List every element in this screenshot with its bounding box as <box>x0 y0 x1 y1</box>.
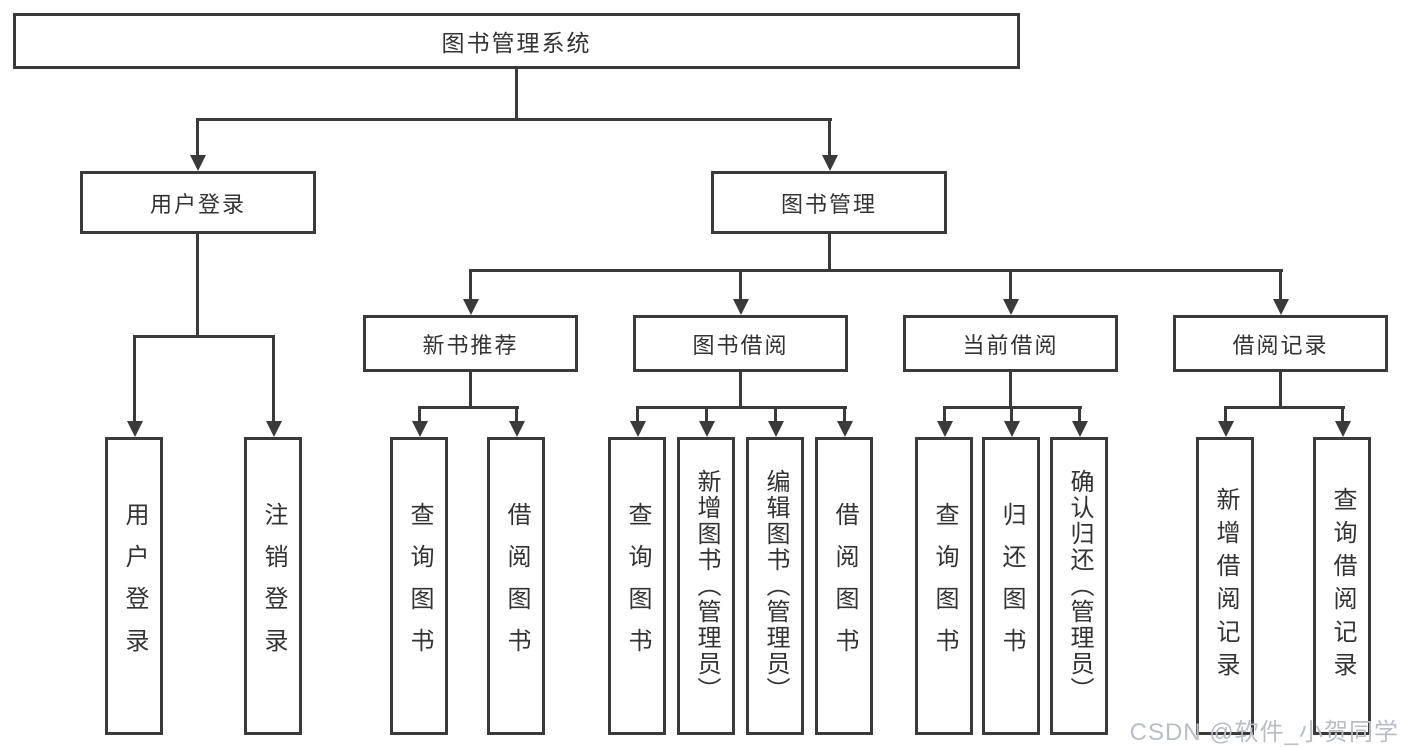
connector-line <box>515 69 518 120</box>
leaf-label: 借阅图书 <box>831 502 858 670</box>
node-current-borrow: 当前借阅 <box>903 315 1118 372</box>
connector-line <box>196 234 199 337</box>
leaf-query-books-current: 查询图书 <box>915 437 973 735</box>
connector-line <box>828 118 831 157</box>
connector-line <box>1009 269 1012 301</box>
connector-arrowhead <box>1218 421 1234 437</box>
leaf-label: 查询借阅记录 <box>1329 487 1356 685</box>
connector-line <box>1224 406 1227 422</box>
connector-arrowhead <box>1072 421 1088 437</box>
connector-line <box>774 406 777 422</box>
connector-arrowhead <box>822 155 838 171</box>
leaf-add-book-admin: 新增图书（管理员） <box>677 437 735 735</box>
connector-line <box>418 406 421 422</box>
connector-line <box>636 406 639 422</box>
connector-arrowhead <box>733 299 749 315</box>
leaf-label: 借阅图书 <box>503 502 530 670</box>
connector-line <box>843 406 846 422</box>
connector-arrowhead <box>630 421 646 437</box>
leaf-label: 归还图书 <box>998 502 1025 670</box>
node-book-management: 图书管理 <box>711 171 947 234</box>
leaf-query-borrow-record: 查询借阅记录 <box>1313 437 1371 735</box>
connector-line <box>196 118 199 157</box>
leaf-label: 查询图书 <box>931 502 958 670</box>
leaf-edit-book-admin: 编辑图书（管理员） <box>746 437 804 735</box>
connector-arrowhead <box>937 421 953 437</box>
node-new-book-recommend: 新书推荐 <box>363 315 578 372</box>
connector-line <box>1279 269 1282 301</box>
node-book-borrow: 图书借阅 <box>633 315 848 372</box>
leaf-user-login: 用户登录 <box>105 437 163 735</box>
connector-line <box>828 234 831 272</box>
connector-line <box>705 406 708 422</box>
connector-line <box>1078 406 1081 422</box>
connector-arrowhead <box>699 421 715 437</box>
connector-line <box>1224 406 1345 409</box>
connector-arrowhead <box>127 421 143 437</box>
connector-line <box>739 372 742 409</box>
connector-line <box>515 406 518 422</box>
connector-line <box>1010 406 1013 422</box>
connector-line <box>1341 406 1344 422</box>
connector-line <box>418 406 519 409</box>
leaf-return-books: 归还图书 <box>982 437 1040 735</box>
node-library-management-system: 图书管理系统 <box>13 13 1020 69</box>
connector-line <box>943 406 946 422</box>
leaf-borrow-books-recommend: 借阅图书 <box>487 437 545 735</box>
node-user-login: 用户登录 <box>80 171 316 234</box>
leaf-label: 新增借阅记录 <box>1212 487 1239 685</box>
connector-line <box>133 335 136 422</box>
leaf-confirm-return-admin: 确认归还（管理员） <box>1050 437 1108 735</box>
connector-arrowhead <box>266 421 282 437</box>
connector-arrowhead <box>1335 421 1351 437</box>
connector-line <box>739 269 742 301</box>
leaf-label: 编辑图书（管理员） <box>762 469 789 703</box>
node-borrow-records: 借阅记录 <box>1173 315 1388 372</box>
leaf-query-books-recommend: 查询图书 <box>390 437 448 735</box>
connector-arrowhead <box>768 421 784 437</box>
leaf-logout: 注销登录 <box>244 437 302 735</box>
leaf-label: 确认归还（管理员） <box>1066 469 1093 703</box>
connector-arrowhead <box>190 155 206 171</box>
leaf-add-borrow-record: 新增借阅记录 <box>1196 437 1254 735</box>
connector-arrowhead <box>1273 299 1289 315</box>
connector-arrowhead <box>463 299 479 315</box>
connector-line <box>469 269 1283 272</box>
leaf-label: 查询图书 <box>624 502 651 670</box>
connector-line <box>272 335 275 422</box>
leaf-label: 注销登录 <box>260 502 287 670</box>
connector-line <box>133 335 275 338</box>
connector-arrowhead <box>1004 421 1020 437</box>
leaf-label: 查询图书 <box>406 502 433 670</box>
leaf-query-books-borrow: 查询图书 <box>608 437 666 735</box>
connector-line <box>1009 372 1012 409</box>
connector-line <box>196 118 832 121</box>
csdn-watermark: CSDN @软件_小贺同学 <box>1129 719 1399 746</box>
connector-line <box>636 406 847 409</box>
connector-arrowhead <box>837 421 853 437</box>
connector-line <box>469 372 472 409</box>
connector-arrowhead <box>412 421 428 437</box>
leaf-label: 新增图书（管理员） <box>693 469 720 703</box>
connector-line <box>1279 372 1282 409</box>
connector-arrowhead <box>1003 299 1019 315</box>
leaf-label: 用户登录 <box>121 502 148 670</box>
connector-line <box>469 269 472 301</box>
leaf-borrow-books: 借阅图书 <box>815 437 873 735</box>
connector-arrowhead <box>509 421 525 437</box>
